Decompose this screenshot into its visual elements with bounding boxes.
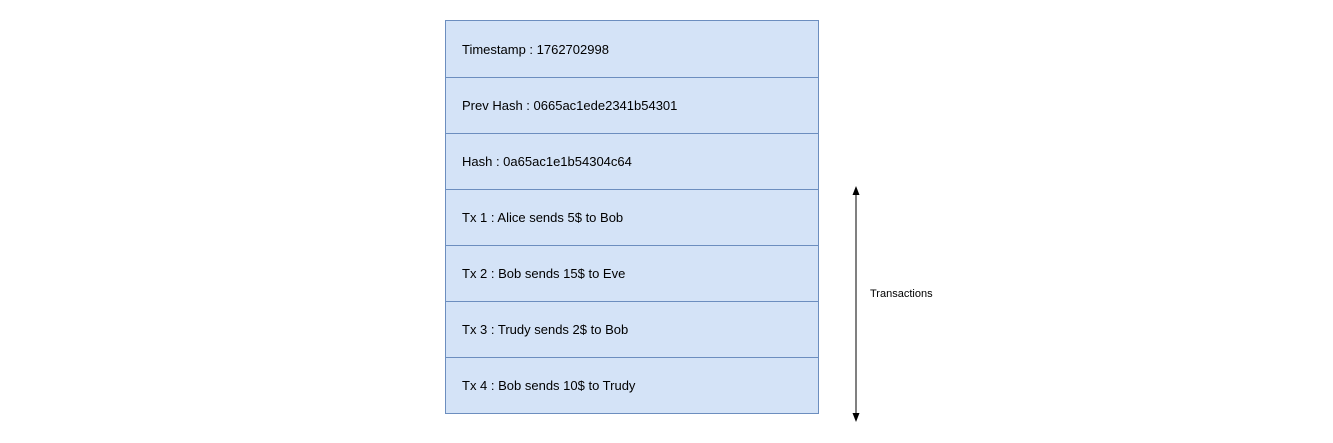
block-row-tx-2: Tx 2 : Bob sends 15$ to Eve <box>445 245 819 302</box>
block-row-timestamp: Timestamp : 1762702998 <box>445 20 819 78</box>
arrow-head-down <box>852 413 860 422</box>
transactions-label: Transactions <box>870 288 933 300</box>
block-row-tx-3: Tx 3 : Trudy sends 2$ to Bob <box>445 301 819 358</box>
arrow-head-up <box>852 186 860 195</box>
block-structure: Timestamp : 1762702998 Prev Hash : 0665a… <box>445 20 819 414</box>
transactions-range-arrow <box>852 186 860 422</box>
block-row-prev-hash: Prev Hash : 0665ac1ede2341b54301 <box>445 77 819 134</box>
block-row-tx-1: Tx 1 : Alice sends 5$ to Bob <box>445 189 819 246</box>
block-row-hash: Hash : 0a65ac1e1b54304c64 <box>445 133 819 190</box>
block-row-tx-4: Tx 4 : Bob sends 10$ to Trudy <box>445 357 819 414</box>
